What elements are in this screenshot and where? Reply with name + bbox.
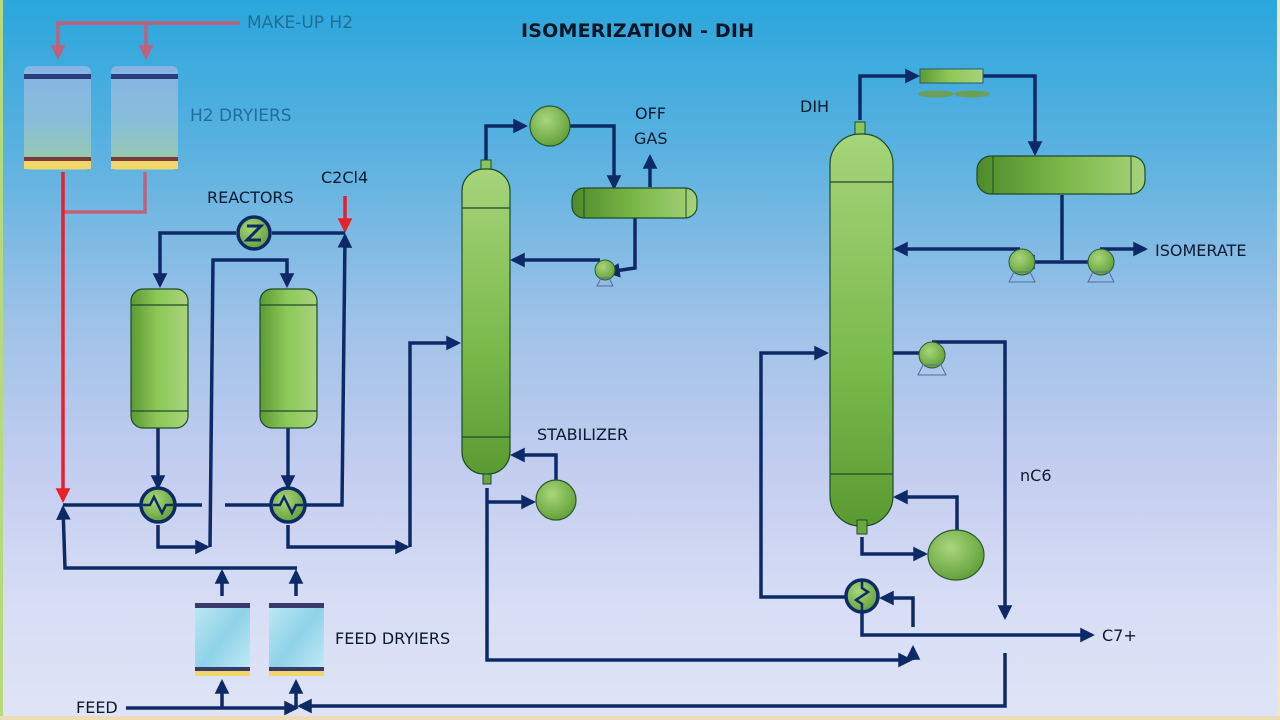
stabilizer-bottoms-line (485, 488, 913, 668)
dih-overhead-line (858, 68, 920, 120)
stabilizer-reflux-drum[interactable] (571, 187, 698, 219)
nc6-line (932, 340, 1013, 620)
dih-bottoms-line (860, 612, 1095, 643)
h2-dryiers-label: H2 DRYIERS (190, 106, 292, 126)
condenser-to-drum-line (570, 124, 622, 190)
recycle-to-feed-line (297, 653, 1007, 714)
feed-to-exchanger-line (56, 505, 297, 570)
dih-reflux-drum[interactable] (976, 155, 1146, 195)
process-lines (56, 68, 1148, 716)
exchanger-1-bottom-line (156, 525, 210, 555)
dih-reflux-pump-1[interactable] (1008, 248, 1036, 283)
page-title: ISOMERIZATION - DIH (521, 20, 755, 42)
frame-border-bottom (0, 716, 1280, 720)
stabilizer-reboiler-return (510, 447, 558, 483)
stabilizer-reboiler[interactable] (535, 479, 577, 521)
dih-label: DIH (800, 97, 830, 116)
exchanger-2-shell-line (225, 233, 353, 507)
exchanger-2-bottom-line (286, 525, 410, 555)
reactor-exchanger-2[interactable] (269, 486, 307, 524)
reactors-label: REACTORS (207, 188, 294, 207)
isomerate-label: ISOMERATE (1155, 241, 1247, 260)
dih-to-reboiler-line (860, 537, 928, 562)
stabilizer-reflux-pump[interactable] (594, 259, 616, 287)
feed-dryier-2[interactable] (269, 603, 324, 676)
aircooler-to-drum-line (983, 74, 1043, 156)
exchanger-cold-inlet (879, 590, 915, 627)
frame-border-right (1277, 0, 1280, 720)
stabilizer-condenser[interactable] (529, 105, 571, 147)
dih-bottoms-exchanger[interactable] (844, 578, 880, 614)
stabilizer-feed-line (408, 335, 461, 547)
feed-dryiers-label: FEED DRYIERS (335, 629, 451, 648)
makeup-h2-label: MAKE-UP H2 (247, 13, 354, 33)
stabilizer-overhead-line (484, 118, 528, 160)
reactor-heater[interactable] (236, 215, 272, 251)
frame-border-left (0, 0, 3, 720)
reactor-2[interactable] (259, 288, 318, 429)
makeup-h2-line (50, 21, 240, 60)
dih-reflux-pump-2[interactable] (1087, 248, 1115, 283)
reactor-1[interactable] (130, 288, 189, 429)
dih-feed-line (759, 345, 861, 599)
feed-dryier-1[interactable] (195, 603, 250, 676)
dih-column[interactable] (829, 121, 894, 535)
h2-dryier-1[interactable] (24, 66, 91, 170)
dih-sidedraw-pump[interactable] (917, 341, 947, 376)
feed-label: FEED (76, 698, 118, 717)
heater-to-reactor-1-line (152, 231, 236, 288)
h2-dryier-2[interactable] (111, 66, 178, 170)
c2cl4-label: C2Cl4 (321, 168, 369, 187)
dih-reboiler-return (893, 489, 959, 530)
nc6-label: nC6 (1020, 466, 1052, 485)
stabilizer-column[interactable] (461, 159, 511, 485)
dih-reboiler[interactable] (927, 529, 985, 581)
c7plus-label: C7+ (1102, 626, 1137, 645)
stabilizer-label: STABILIZER (537, 425, 629, 444)
hydrogen-lines (50, 21, 353, 503)
drum-to-pump-line (605, 218, 637, 278)
h2-dryier-2-outlet (63, 172, 147, 214)
dih-air-cooler[interactable] (918, 68, 990, 98)
reactor-1-out-to-reactor-2-line (208, 258, 295, 548)
reactor-exchanger-1[interactable] (139, 486, 177, 524)
off-gas-label-line1: OFF (635, 104, 666, 123)
off-gas-label-line2: GAS (634, 129, 668, 148)
